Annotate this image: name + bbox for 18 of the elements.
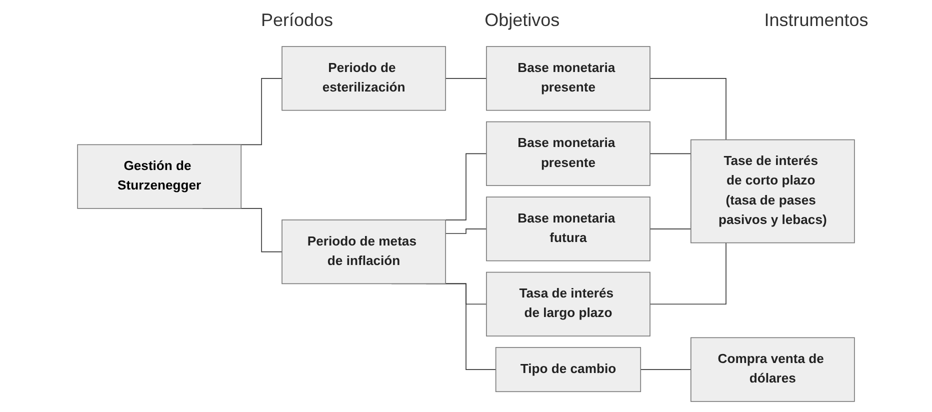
connector	[650, 78, 726, 140]
connector	[650, 242, 726, 305]
node-box: Periodo de esterilización	[282, 46, 446, 111]
node-box: Tipo de cambio	[495, 347, 642, 392]
node-box: Tasa de interés de largo plazo	[486, 272, 650, 336]
column-heading: Instrumentos	[764, 10, 868, 30]
column-heading: Objetivos	[484, 10, 560, 30]
connector	[445, 228, 487, 234]
node-box: Compra venta de dólares	[690, 337, 855, 402]
connector	[445, 78, 487, 79]
connector	[640, 369, 692, 370]
node-box: Periodo de metas de inflación	[282, 220, 446, 284]
node-box: Base monetaria presente	[486, 121, 650, 186]
node-box: Base monetaria futura	[486, 196, 650, 262]
column-heading: Períodos	[260, 10, 333, 30]
node-box: Tase de interés de corto plazo (tasa de pases pasivos y lebacs)	[690, 139, 855, 244]
node-box: Base monetaria presente	[486, 46, 650, 111]
node-box: Gestión de Sturzenegger	[77, 144, 242, 209]
